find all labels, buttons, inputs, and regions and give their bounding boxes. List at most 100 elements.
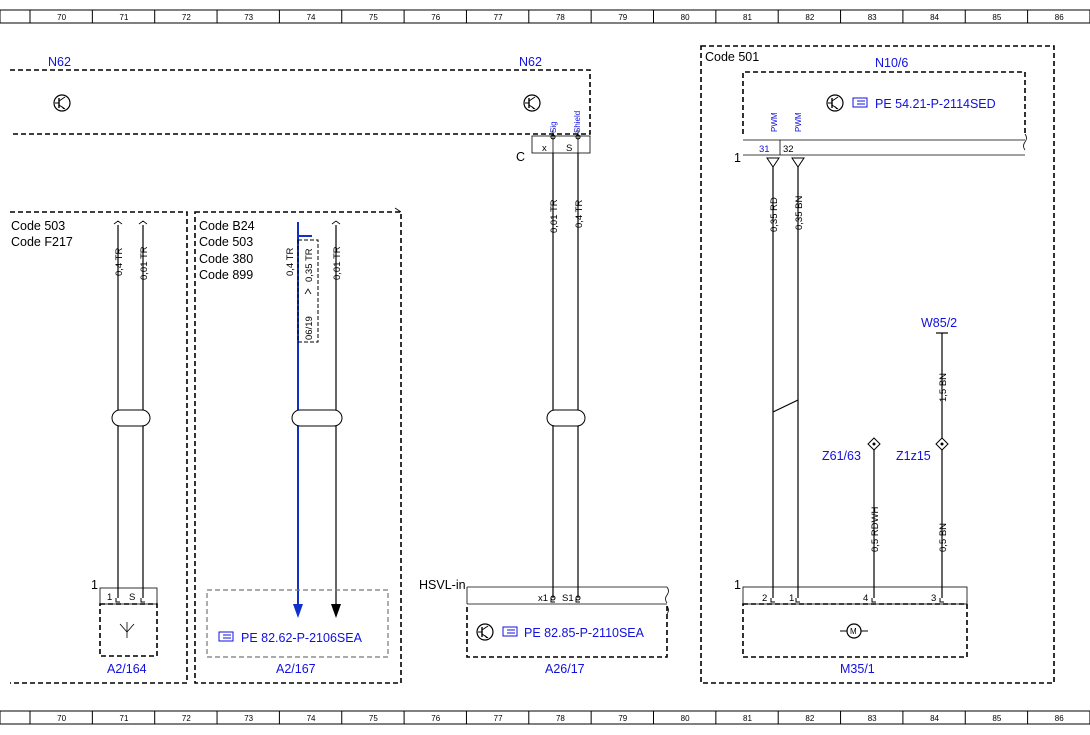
ruler-column-label: 82 bbox=[805, 13, 814, 22]
ruler-column-label: 84 bbox=[930, 714, 939, 723]
reference-hand-icon bbox=[502, 626, 518, 637]
a2-167-label: A2/167 bbox=[276, 662, 316, 676]
wire-label: 0,35 RD bbox=[769, 197, 780, 232]
ruler-column-label: 71 bbox=[120, 714, 129, 723]
pin-sig-label: Sig bbox=[549, 121, 558, 133]
pin-label: 1 bbox=[789, 593, 794, 604]
code-label: Code 899 bbox=[199, 268, 253, 282]
ruler-column-label: 86 bbox=[1055, 714, 1064, 723]
a2-164-label: A2/164 bbox=[107, 662, 147, 676]
ruler-column-label: 80 bbox=[681, 13, 690, 22]
pin-pwm-label: PWM bbox=[794, 112, 803, 132]
pin-terminals bbox=[115, 595, 944, 603]
connector-1-label: 1 bbox=[734, 151, 741, 165]
motor-icon: M bbox=[840, 623, 868, 639]
pin-s1-label: S1 bbox=[562, 593, 574, 604]
ruler-column-label: 77 bbox=[494, 13, 503, 22]
code-label: Code 380 bbox=[199, 252, 253, 266]
ruler-column-label: 78 bbox=[556, 13, 565, 22]
ruler-column-label: 78 bbox=[556, 714, 565, 723]
ruler-column-label: 72 bbox=[182, 714, 191, 723]
wires-box-1: 0,4 TR 0,01 TR bbox=[111, 220, 151, 598]
n10-6-reference[interactable]: PE 54.21-P-2114SED bbox=[875, 97, 996, 111]
a26-17-label: A26/17 bbox=[545, 662, 585, 676]
connector-c-label: C bbox=[516, 150, 525, 164]
ruler-column-label: 74 bbox=[307, 714, 316, 723]
ruler-column-label: 70 bbox=[57, 714, 66, 723]
ruler-column-label: 83 bbox=[868, 13, 877, 22]
a2-164-module: 1 1 S A2/164 bbox=[91, 578, 158, 676]
ruler-column-label: 72 bbox=[182, 13, 191, 22]
ruler-column-label: 76 bbox=[431, 714, 440, 723]
reference-hand-icon bbox=[218, 631, 234, 642]
transistor-icon bbox=[826, 94, 844, 112]
wires-m35-1: 0,35 RD 0,35 BN W85/2 1,5 BN 0,5 BN Z1z1… bbox=[769, 167, 957, 598]
pin-label: 4 bbox=[863, 593, 868, 604]
connector-1-label: 1 bbox=[91, 578, 98, 592]
code-501-box: Code 501 bbox=[700, 45, 1055, 684]
reference-hand-icon bbox=[852, 97, 868, 108]
a2-167-reference[interactable]: PE 82.62-P-2106SEA bbox=[241, 631, 363, 645]
ruler-column-label: 75 bbox=[369, 13, 378, 22]
a26-17-reference[interactable]: PE 82.85-P-2110SEA bbox=[524, 626, 645, 640]
ruler-column-label: 73 bbox=[244, 714, 253, 723]
wire-label: 0,35 TR bbox=[304, 248, 315, 282]
ruler-column-label: 76 bbox=[431, 13, 440, 22]
ruler-column-label: 82 bbox=[805, 714, 814, 723]
wires-box-2: 0,4 TR 0,35 TR 0,01 TR 06/19 bbox=[285, 220, 343, 618]
wire-label: 0,4 TR bbox=[574, 200, 585, 228]
wire-reference-label: 06/19 bbox=[304, 316, 315, 340]
svg-text:M: M bbox=[850, 627, 857, 636]
ruler-column-label: 86 bbox=[1055, 13, 1064, 22]
wire-label: 0,01 TR bbox=[332, 246, 343, 280]
wire-label: 0,4 TR bbox=[114, 248, 125, 276]
code-label: Code F217 bbox=[11, 235, 73, 249]
m35-1-module: 1 2 1 4 3 M M35/1 bbox=[734, 578, 968, 676]
hsvl-in-label: HSVL-in bbox=[419, 578, 466, 592]
code-box-2: Code B24 Code 503 Code 380 Code 899 bbox=[194, 207, 402, 684]
w85-2-label: W85/2 bbox=[921, 316, 957, 330]
transistor-icon bbox=[476, 623, 494, 641]
n62-right-label: N62 bbox=[519, 55, 542, 69]
wire-label: 0,35 BN bbox=[794, 196, 805, 230]
pin-label: 2 bbox=[762, 593, 767, 604]
ruler-column-label: 85 bbox=[992, 714, 1001, 723]
code-label: Code 503 bbox=[11, 219, 65, 233]
wire-label: 0,01 TR bbox=[139, 246, 150, 280]
a26-17-module: HSVL-in x1 S1 PE 82.85-P-2110SEA A26/17 bbox=[419, 578, 669, 676]
wire-label: 0,5 BN bbox=[938, 523, 949, 552]
pin-pwm-label: PWM bbox=[770, 112, 779, 132]
ruler-column-label: 74 bbox=[307, 13, 316, 22]
ruler-column-label: 77 bbox=[494, 714, 503, 723]
pin-x1-label: x1 bbox=[538, 593, 548, 604]
ruler-column-label: 84 bbox=[930, 13, 939, 22]
ruler-column-label: 73 bbox=[244, 13, 253, 22]
z61-63-label: Z61/63 bbox=[822, 449, 861, 463]
pin-label: 1 bbox=[107, 592, 112, 603]
wire-label: 0,5 RDWH bbox=[870, 506, 881, 552]
antenna-icon bbox=[119, 622, 135, 638]
ruler-column-label: 81 bbox=[743, 13, 752, 22]
pin-32-label: 32 bbox=[783, 144, 794, 155]
code-box-1: Code 503 Code F217 bbox=[10, 211, 188, 684]
wire-label: 0,4 TR bbox=[285, 248, 296, 276]
wires-a26-17: 0,01 TR 0,4 TR bbox=[546, 153, 586, 598]
pin-label: S bbox=[129, 592, 135, 603]
wire-label: 0,01 TR bbox=[549, 199, 560, 233]
code-501-label: Code 501 bbox=[705, 50, 759, 64]
ruler-column-label: 71 bbox=[120, 13, 129, 22]
transistor-icon bbox=[53, 94, 71, 112]
code-label: Code B24 bbox=[199, 219, 255, 233]
n10-6-label: N10/6 bbox=[875, 56, 908, 70]
wire-label: 1,5 BN bbox=[938, 373, 949, 402]
connector-1-label: 1 bbox=[734, 578, 741, 592]
n62-left-label: N62 bbox=[48, 55, 71, 69]
pin-shield-label: Shield bbox=[573, 111, 582, 133]
ruler-column-label: 85 bbox=[992, 13, 1001, 22]
a2-167-module: PE 82.62-P-2106SEA A2/167 bbox=[206, 589, 389, 676]
ruler-column-label: 81 bbox=[743, 714, 752, 723]
ruler-column-label: 80 bbox=[681, 714, 690, 723]
ruler-column-label: 75 bbox=[369, 714, 378, 723]
